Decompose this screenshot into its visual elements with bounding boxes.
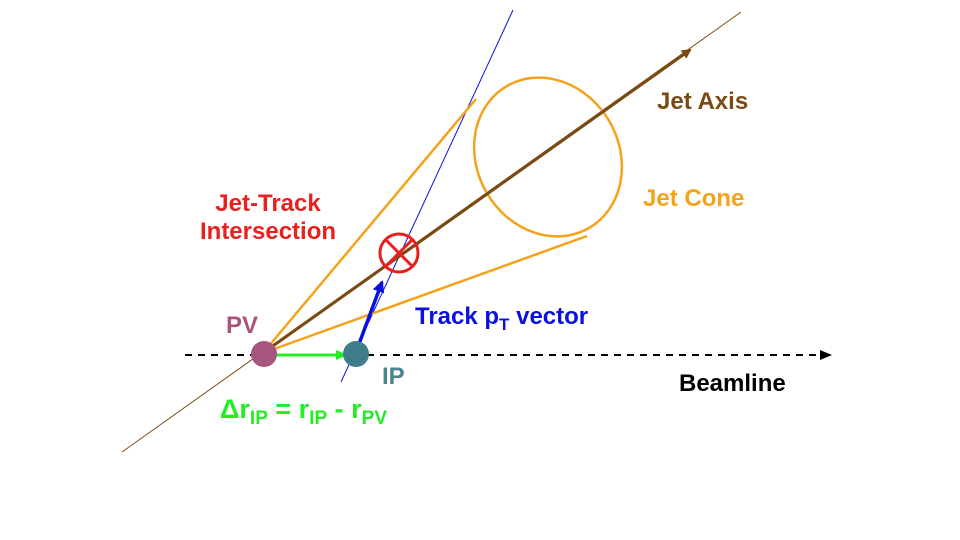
track-pt-vector-label: Track pT vector: [415, 303, 588, 335]
impact-point-dot: [343, 341, 369, 367]
formula-r1: r: [239, 394, 250, 424]
delta-symbol: Δ: [220, 394, 240, 424]
ip-label: IP: [382, 363, 405, 390]
primary-vertex-dot: [251, 341, 277, 367]
jet-axis-label: Jet Axis: [657, 88, 749, 115]
formula-r2-sub: IP: [309, 408, 328, 429]
track-pt-vector: [354, 280, 385, 353]
pv-label: PV: [226, 312, 259, 339]
jet-cone-lower-edge: [262, 234, 588, 355]
track-pt-main: Track p: [415, 303, 500, 330]
beamline-label: Beamline: [679, 370, 786, 397]
intersection-cross-b: [384, 238, 414, 268]
track-pt-subscript: T: [499, 315, 510, 334]
jet-axis-arrow: [262, 48, 692, 355]
jet-track-label-line2: Intersection: [199, 217, 337, 245]
track-pt-rest: vector: [509, 303, 589, 330]
formula-r3: r: [351, 394, 362, 424]
jet-track-intersection-label: Jet-Track Intersection: [193, 190, 343, 245]
formula-r3-sub: PV: [361, 408, 387, 429]
formula-r1-sub: IP: [249, 408, 268, 429]
intersection-marker: [378, 232, 420, 274]
delta-r-formula: ΔrIP = rIP - rPV: [220, 394, 387, 430]
intersection-circle: [378, 232, 420, 274]
formula-r2: r: [298, 394, 310, 424]
jet-cone-upper-edge: [262, 98, 477, 354]
jet-cone-label: Jet Cone: [643, 185, 745, 212]
jet-cone: [262, 76, 624, 355]
formula-minus: -: [327, 394, 352, 424]
jet-track-label-line1: Jet-Track: [215, 190, 321, 217]
jet-cone-ellipse: [472, 76, 624, 238]
formula-eq: =: [267, 394, 299, 424]
